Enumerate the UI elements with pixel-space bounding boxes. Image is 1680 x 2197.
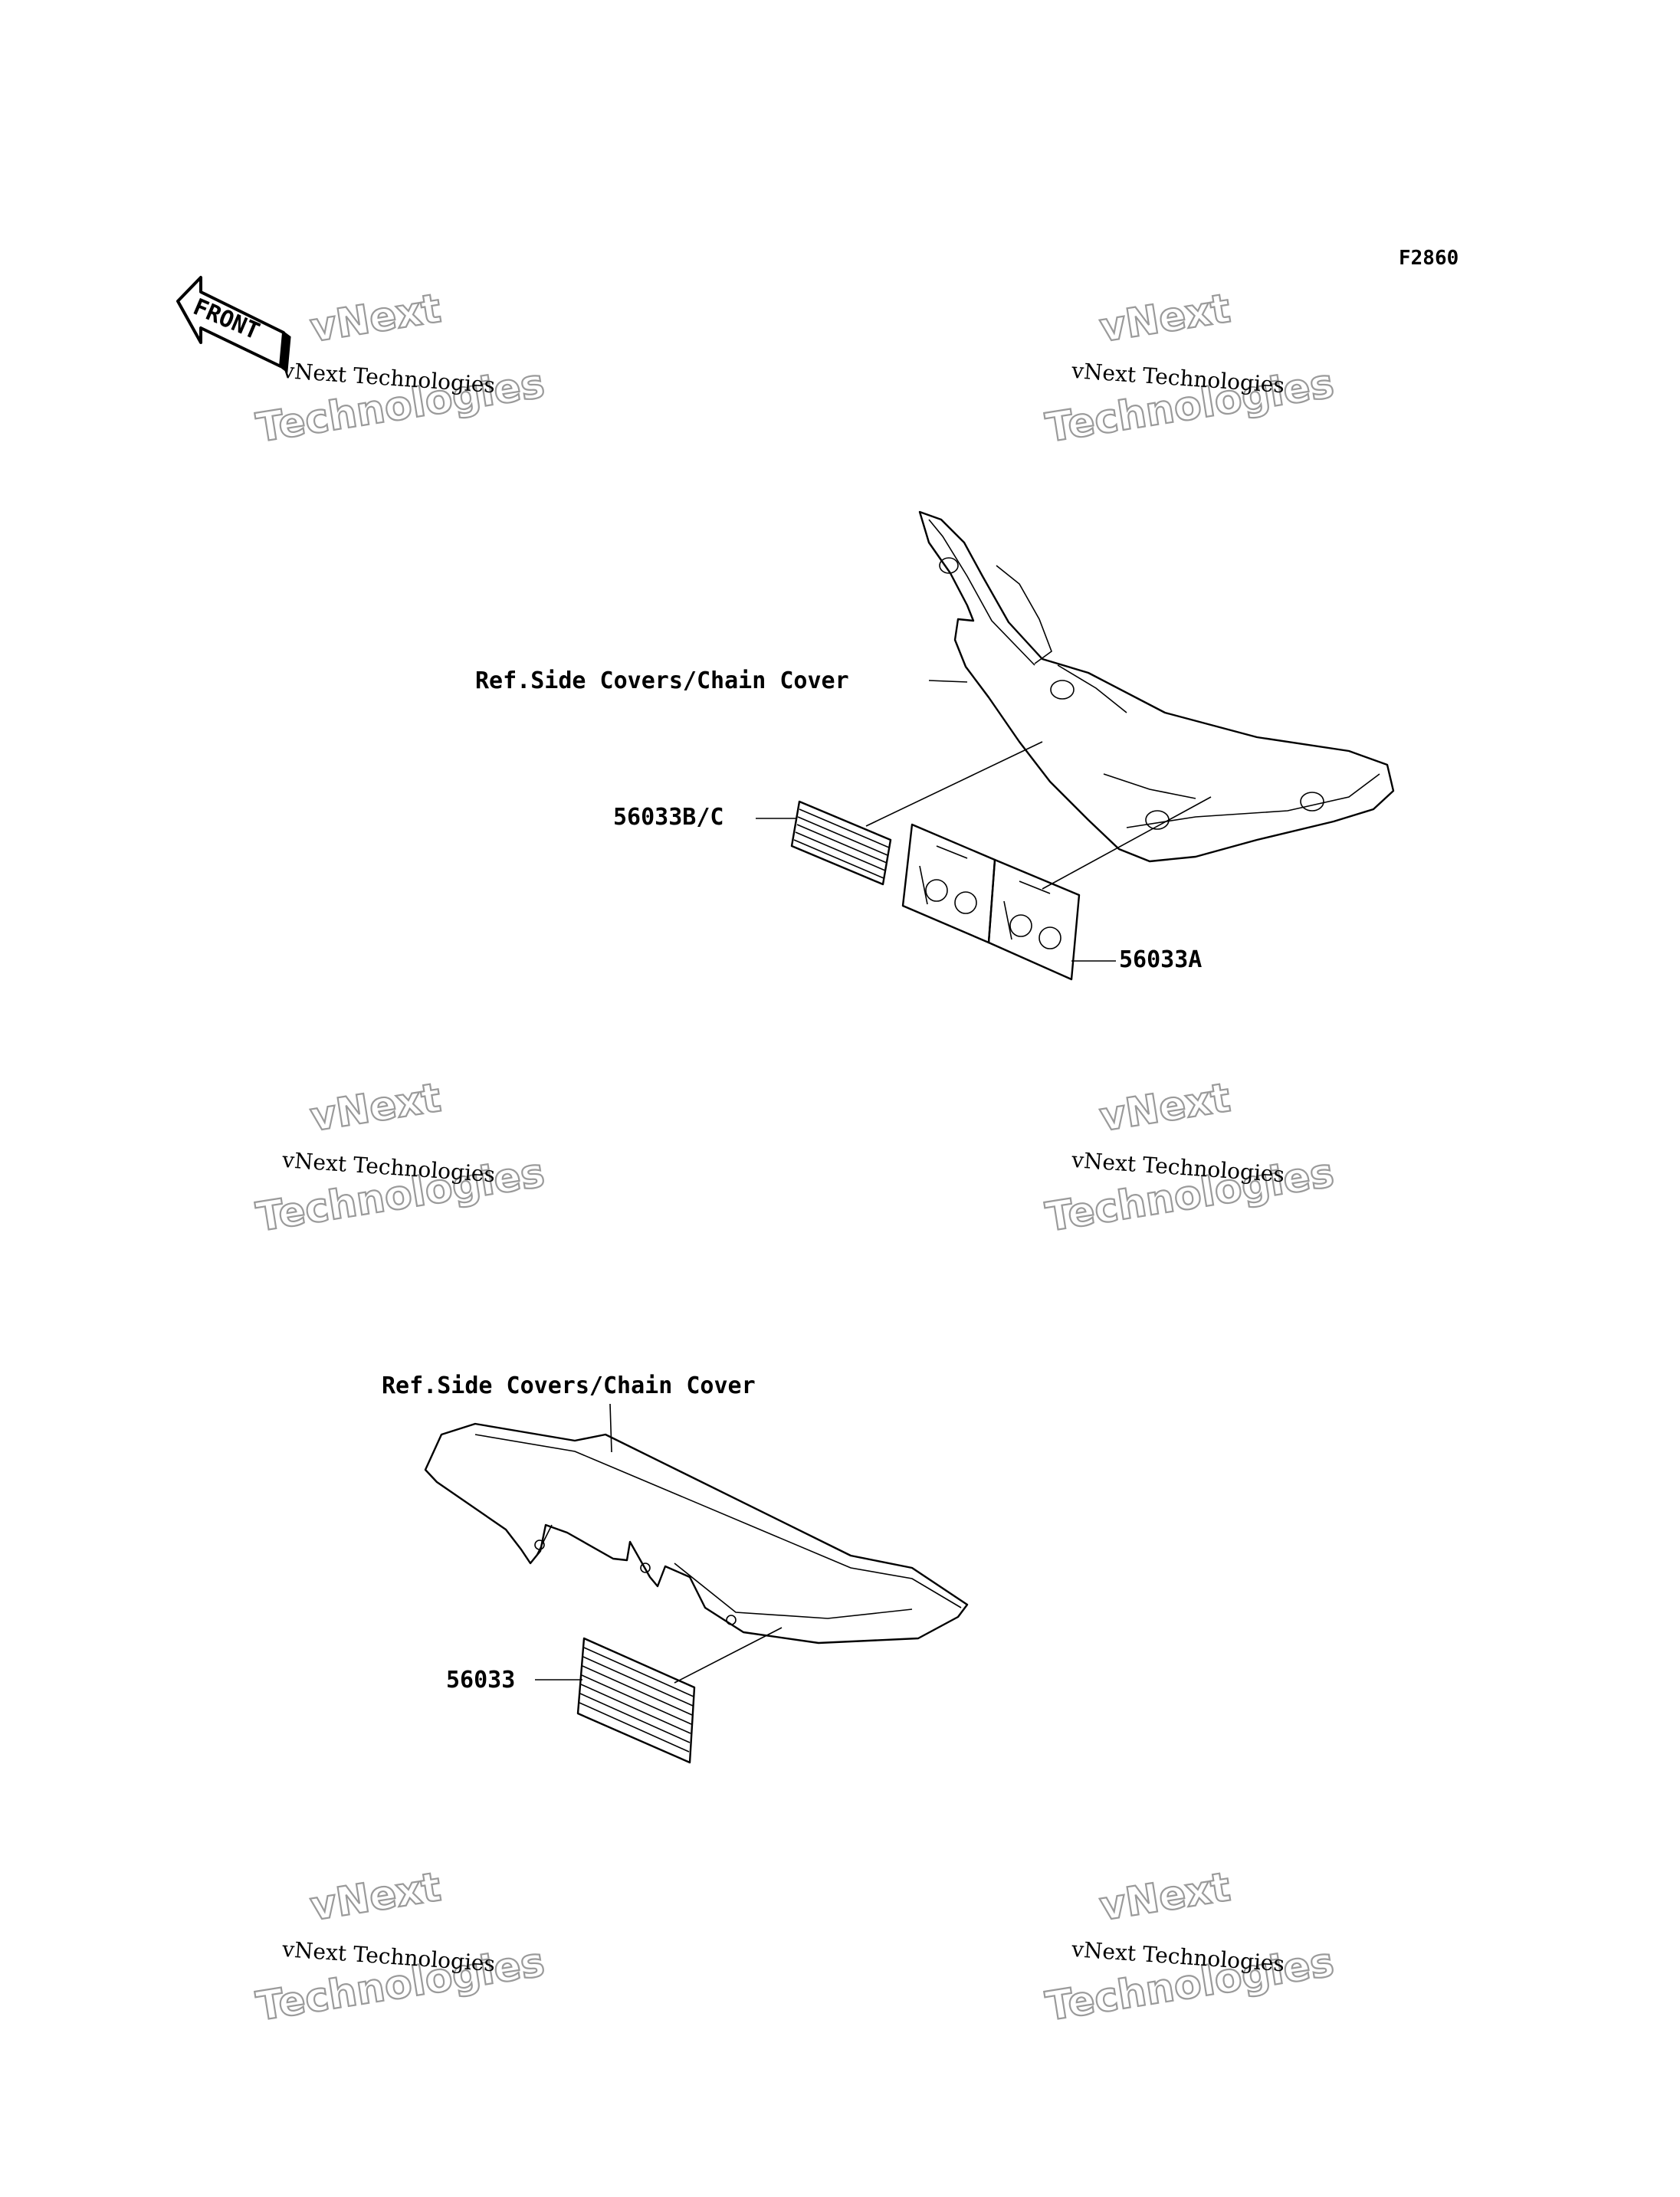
side-cover-drawing bbox=[918, 510, 1395, 863]
figure-code: F2860 bbox=[1399, 247, 1459, 270]
svg-text:vNext: vNext bbox=[307, 1075, 444, 1141]
watermark-bottom-right: vNext Technologies vNext Technologies bbox=[1042, 1864, 1337, 2031]
chain-cover-drawing bbox=[424, 1422, 969, 1644]
watermark-bottom-left: vNext Technologies vNext Technologies bbox=[252, 1864, 548, 2031]
callout-56033a: 56033A bbox=[1119, 946, 1202, 973]
svg-text:vNext: vNext bbox=[1097, 1864, 1233, 1930]
decal-56033bc-drawing bbox=[790, 800, 892, 886]
svg-text:vNext: vNext bbox=[307, 286, 444, 352]
svg-text:vNext: vNext bbox=[1097, 1075, 1233, 1141]
svg-text:vNext: vNext bbox=[1097, 286, 1233, 352]
watermark-top-left: vNext Technologies vNext Technologies bbox=[252, 285, 548, 453]
watermark-mid-left: vNext Technologies vNext Technologies bbox=[252, 1074, 548, 1242]
svg-text:vNext: vNext bbox=[307, 1864, 444, 1930]
decal-56033a-drawing bbox=[901, 823, 1081, 981]
decal-56033-drawing bbox=[576, 1637, 696, 1764]
callout-56033bc: 56033B/C bbox=[613, 804, 724, 831]
front-arrow-icon: FRONT bbox=[176, 276, 291, 373]
callout-ref-top: Ref.Side Covers/Chain Cover bbox=[475, 667, 849, 694]
watermark-top-right: vNext Technologies vNext Technologies bbox=[1042, 285, 1337, 453]
watermark-mid-right: vNext Technologies vNext Technologies bbox=[1042, 1074, 1337, 1242]
callout-ref-bottom: Ref.Side Covers/Chain Cover bbox=[382, 1372, 756, 1399]
callout-56033: 56033 bbox=[446, 1667, 515, 1694]
